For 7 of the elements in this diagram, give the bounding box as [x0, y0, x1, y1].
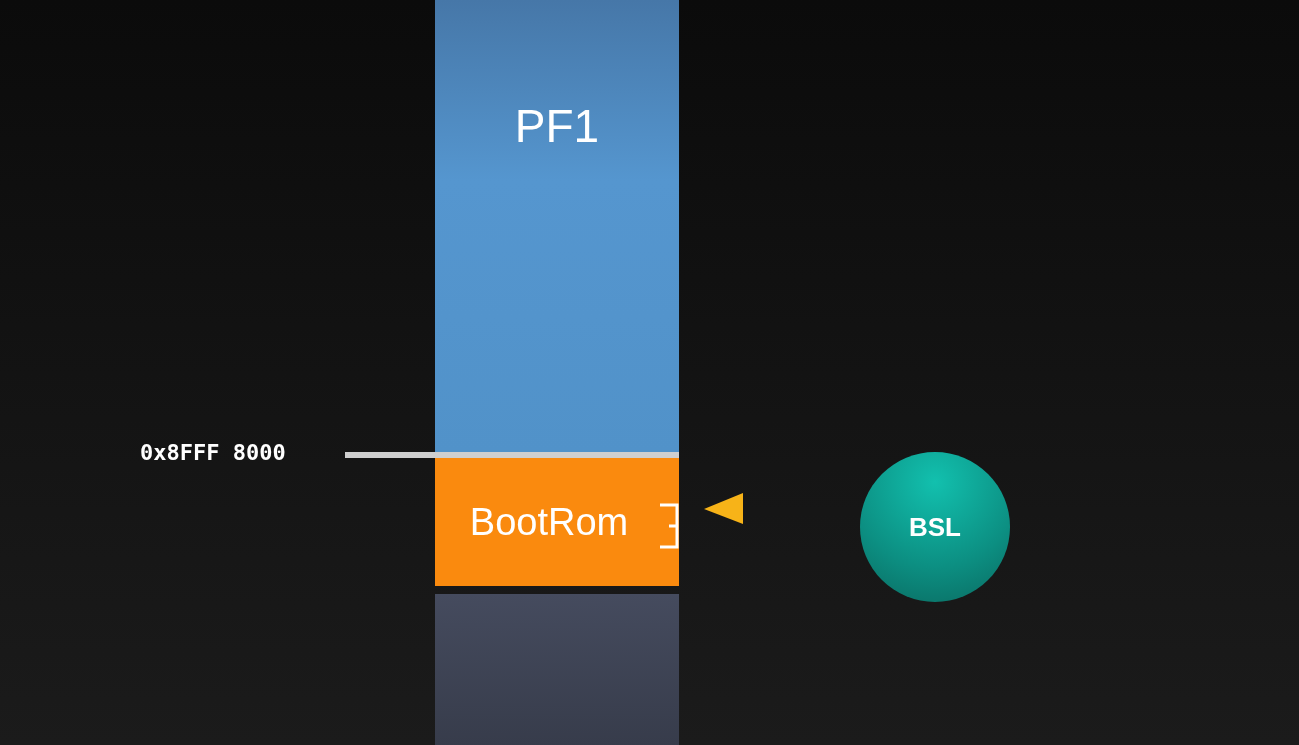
region-label: PF1	[514, 99, 600, 153]
region-label: BootRom	[469, 500, 629, 544]
circle-label: BSL	[909, 511, 961, 543]
address-label: 0x8FFF 8000	[140, 440, 286, 465]
memory-region	[435, 594, 679, 745]
memory-region	[435, 458, 679, 586]
memory-region	[435, 0, 679, 452]
